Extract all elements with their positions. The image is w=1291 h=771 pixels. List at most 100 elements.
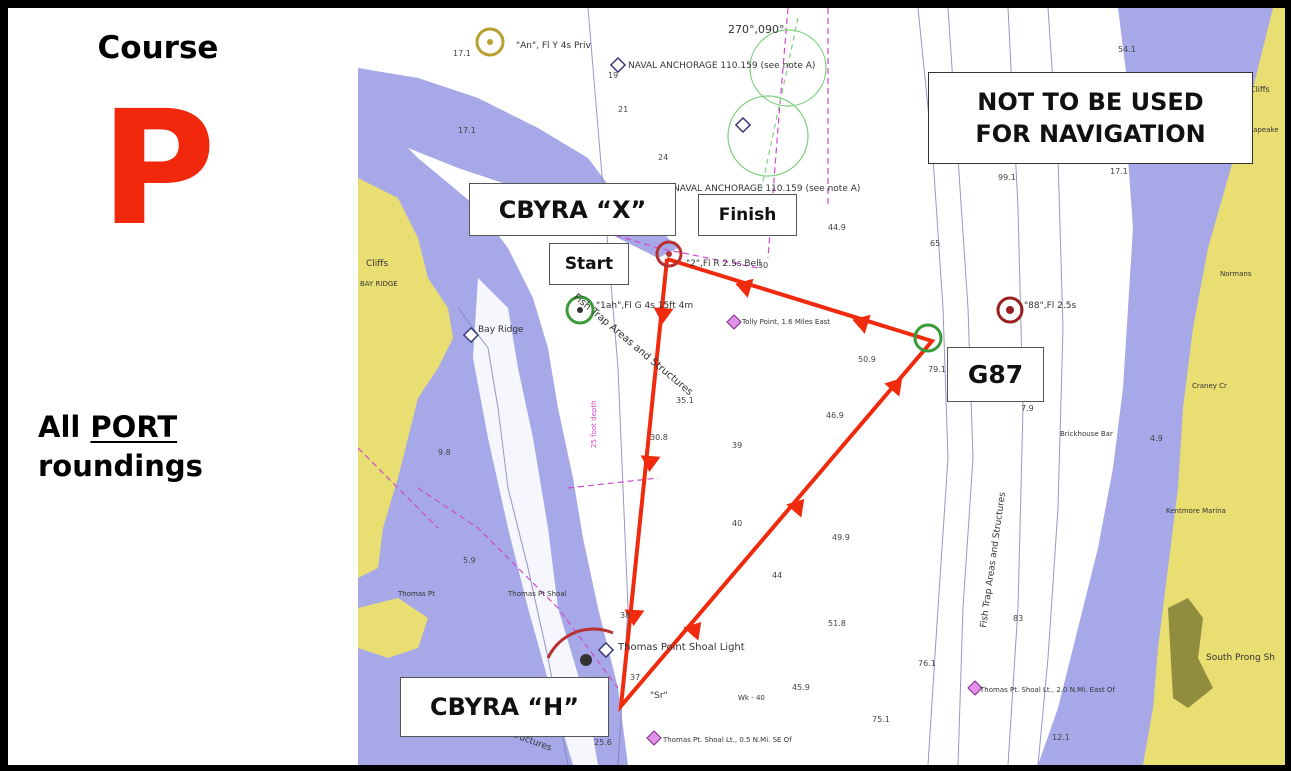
depth-sounding: 39	[732, 441, 742, 450]
depth-sounding: 76.1	[918, 659, 936, 668]
depth-soundings: 17.1 17.1 19 21 24 44.9 65 99.1 17.1 54.1 30 50.9 79…	[438, 45, 1163, 747]
kentmore-label: Kentmore Marina	[1166, 507, 1226, 515]
depth-sounding: 44.9	[828, 223, 846, 232]
depth-sounding: 30.8	[650, 433, 668, 442]
depth-sounding: 49.9	[832, 533, 850, 542]
depth-sounding: 45.9	[792, 683, 810, 692]
arrow-leg2-a	[683, 621, 702, 641]
thomas-shoal-lt-e-label: Thomas Pt. Shoal Lt., 2.0 N.Mi. East Of	[979, 686, 1115, 694]
bearing-label: 270°,090°	[728, 23, 785, 36]
normans-label: Normans	[1220, 270, 1252, 278]
thomas-shoal-light-label: Thomas Point Shoal Light	[617, 642, 745, 653]
depth-sounding: 65	[930, 239, 940, 248]
depth-sounding: 37	[630, 673, 640, 682]
bay-ridge-label: Bay Ridge	[478, 325, 524, 335]
depth-25-label: 25 foot depth	[590, 400, 598, 448]
g87-label: G87	[947, 347, 1044, 402]
craney-label: Craney Cr	[1192, 382, 1227, 390]
depth-sounding: 50.9	[858, 355, 876, 364]
mark-x-label: CBYRA “X”	[469, 183, 676, 236]
tolly-point-label: Tolly Point, 1.6 Miles East	[741, 318, 830, 326]
matapeake-label: Matapeake	[1240, 126, 1279, 134]
depth-sounding: 17.1	[453, 49, 471, 58]
course-letter: P	[100, 77, 216, 261]
buoy-88-icon	[996, 296, 1024, 324]
buoy-an-icon	[475, 27, 505, 57]
arrow-leg1-b	[640, 455, 661, 472]
naval-anchorage-label-2: NAVAL ANCHORAGE 110.159 (see note A)	[673, 184, 860, 194]
depth-sounding: 46.9	[826, 411, 844, 420]
depth-sounding: 40	[732, 519, 742, 528]
south-prong-label: South Prong Sh	[1206, 653, 1275, 663]
arrow-leg2-b	[786, 498, 805, 518]
depth-sounding: 17.1	[458, 126, 476, 135]
depth-sounding: 19	[608, 71, 618, 80]
rounding-suffix: roundings	[38, 449, 203, 483]
cliffs-right-label: Cliffs	[1250, 85, 1270, 94]
depth-sounding: 79.1	[928, 365, 946, 374]
depth-sounding: 21	[618, 105, 628, 114]
anchorage-circles	[727, 17, 827, 229]
depth-sounding: 38	[620, 611, 630, 620]
depth-sounding: 25.6	[594, 738, 612, 747]
course-title: Course	[97, 30, 219, 66]
arrow-leg3-b	[735, 278, 754, 298]
arrow-leg1-c	[624, 609, 645, 626]
depth-sounding: 9.8	[438, 448, 451, 457]
anchorage-diamond-icons	[462, 56, 752, 659]
depth-sounding: 4.9	[1150, 434, 1163, 443]
depth-sounding: 83	[1013, 614, 1023, 623]
land-kent-island	[1143, 8, 1285, 765]
buoy-start-icon	[565, 295, 595, 325]
thomas-pt-shoal-label: Thomas Pt Shoal	[507, 590, 567, 598]
an-light-label: "An", Fl Y 4s Priv	[516, 41, 592, 51]
depth-sounding: 12.1	[1052, 733, 1070, 742]
arrow-leg1-a	[653, 307, 674, 324]
depth-sounding: 51.8	[828, 619, 846, 628]
navigation-warning-box: NOT TO BE USED FOR NAVIGATION	[928, 72, 1253, 164]
depth-sounding: 30	[758, 261, 768, 270]
sr-label: "Sr"	[650, 691, 668, 701]
depth-sounding: 7.9	[1021, 404, 1034, 413]
course-arrows	[624, 278, 903, 641]
cliffs-label: Cliffs	[366, 259, 388, 269]
start-label: Start	[549, 243, 629, 285]
channel-left	[473, 278, 598, 765]
rounding-instruction: All PORT roundings	[38, 408, 203, 486]
depth-sounding: 75.1	[872, 715, 890, 724]
land-west-shore	[358, 178, 453, 578]
lah-label: "1ah",Fl G 4s 15ft 4m	[596, 301, 693, 311]
rounding-prefix: All	[38, 410, 91, 444]
marsh-area	[1168, 598, 1213, 708]
brickhouse-label: Brickhouse Bar	[1060, 430, 1113, 438]
warning-line-2: FOR NAVIGATION	[975, 120, 1206, 148]
buoy-x-icon	[655, 240, 683, 268]
bay-ridge-upper-label: BAY RIDGE	[360, 280, 398, 288]
finish-label: Finish	[698, 194, 797, 236]
course-info-panel: Course P All PORT roundings	[8, 8, 358, 765]
warning-line-1: NOT TO BE USED	[977, 88, 1204, 116]
thomas-pt-label: Thomas Pt	[397, 590, 435, 598]
depth-sounding: 54.1	[1118, 45, 1136, 54]
mark-h-label: CBYRA “H”	[400, 677, 609, 737]
naval-anchorage-label-1: NAVAL ANCHORAGE 110.159 (see note A)	[628, 61, 815, 71]
bell-label: "2",Fl R 2.5s Bell	[686, 259, 761, 269]
depth-sounding: 24	[658, 153, 668, 162]
depth-sounding: 5.9	[463, 556, 476, 565]
depth-sounding: 35.1	[676, 396, 694, 405]
waypoint-diamond-icons	[646, 314, 983, 746]
arrow-leg2-c	[884, 377, 903, 397]
wk40-label: Wk - 40	[738, 694, 765, 702]
nautical-chart: NAVAL ANCHORAGE 110.159 (see note A) NAV…	[357, 7, 1285, 766]
rounding-direction: PORT	[90, 410, 178, 444]
arrow-leg3-a	[852, 314, 871, 334]
g88-label: "88",Fl 2.5s	[1024, 301, 1076, 311]
buoy-g87-icon	[913, 323, 943, 353]
thomas-light-icon	[546, 627, 614, 666]
depth-sounding: 99.1	[998, 173, 1016, 182]
depth-sounding: 44	[772, 571, 782, 580]
depth-sounding: 17.1	[1110, 167, 1128, 176]
course-route	[618, 257, 936, 713]
thomas-shoal-lt-se-label: Thomas Pt. Shoal Lt., 0.5 N.Mi. SE Of	[662, 736, 792, 744]
